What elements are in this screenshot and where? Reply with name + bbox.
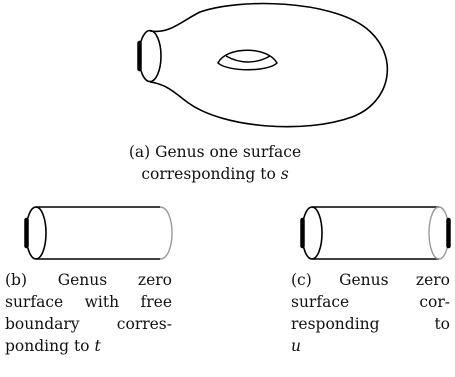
cylinder-b xyxy=(24,206,173,260)
caption-c-line-3: responding to xyxy=(291,315,450,333)
caption-b-line-4: ponding to t xyxy=(5,335,172,357)
cylinder-c xyxy=(300,206,451,260)
caption-c-line-2: surface cor- xyxy=(291,293,450,311)
caption-b-line-1: (b) Genus zero xyxy=(5,271,172,289)
caption-b-text: ponding to xyxy=(5,337,95,355)
caption-b: (b) Genus zero surface with free boundar… xyxy=(5,269,172,357)
caption-a-line-2: corresponding to s xyxy=(90,163,340,185)
genus-one-surface xyxy=(137,2,389,128)
cylinder-c-left-end xyxy=(301,206,323,260)
cylinder-b-left-end xyxy=(25,206,47,260)
caption-a-variable: s xyxy=(280,165,289,183)
caption-b-line-2: surface with free xyxy=(5,293,172,311)
caption-a-text: corresponding to xyxy=(141,165,281,183)
boundary-circle-a xyxy=(138,29,162,83)
genus-one-outline xyxy=(149,2,389,128)
cylinder-b-right-end xyxy=(159,206,173,260)
cylinder-c-right-end xyxy=(428,206,450,260)
caption-a-line-1: (a) Genus one surface xyxy=(128,143,302,161)
cylinder-b-body xyxy=(36,206,160,260)
caption-c-line-1: (c) Genus zero xyxy=(291,271,450,289)
caption-b-line-3: boundary corres- xyxy=(5,315,172,333)
hole-outer xyxy=(217,49,278,71)
caption-c-variable: u xyxy=(291,337,301,355)
caption-b-variable: t xyxy=(94,337,101,355)
caption-a: (a) Genus one surface corresponding to s xyxy=(90,141,340,185)
cylinder-c-body xyxy=(312,206,439,260)
caption-c: (c) Genus zero surface cor- responding t… xyxy=(291,269,450,357)
hole-inner xyxy=(225,55,271,63)
